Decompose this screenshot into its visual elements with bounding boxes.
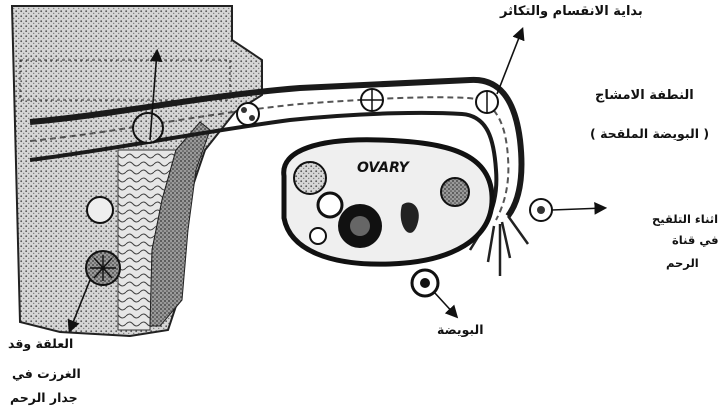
- follicle-5: [310, 228, 326, 244]
- cleavage-start-label: بداية الانقسام والتكاثر: [500, 4, 643, 21]
- fertilization-label-line1: اثناء التلقيح: [652, 212, 718, 227]
- embryo-label-line2: ( البويضة الملقحة ): [590, 126, 709, 142]
- ovum-label: البويضة: [437, 322, 484, 338]
- ovary: [284, 140, 492, 264]
- uterine-wall: [12, 6, 262, 336]
- follicle-1: [294, 162, 326, 194]
- ovary-label: OVARY: [357, 160, 409, 176]
- follicle-2: [318, 193, 342, 217]
- embryo-label-line1: النطفة الامشاج: [595, 88, 694, 105]
- fertilization-label-line2: في قناة: [672, 233, 719, 248]
- implantation-label-line3: جدار الرحم: [10, 390, 78, 406]
- morula-cell: [133, 113, 163, 143]
- implantation-label-line2: الغرزت في: [12, 366, 81, 382]
- implantation-label-line1: العلقة وقد: [8, 336, 73, 352]
- fertilization-label-line3: الرحم: [666, 256, 699, 271]
- blastomere-8: [237, 103, 259, 125]
- follicle-4: [441, 178, 469, 206]
